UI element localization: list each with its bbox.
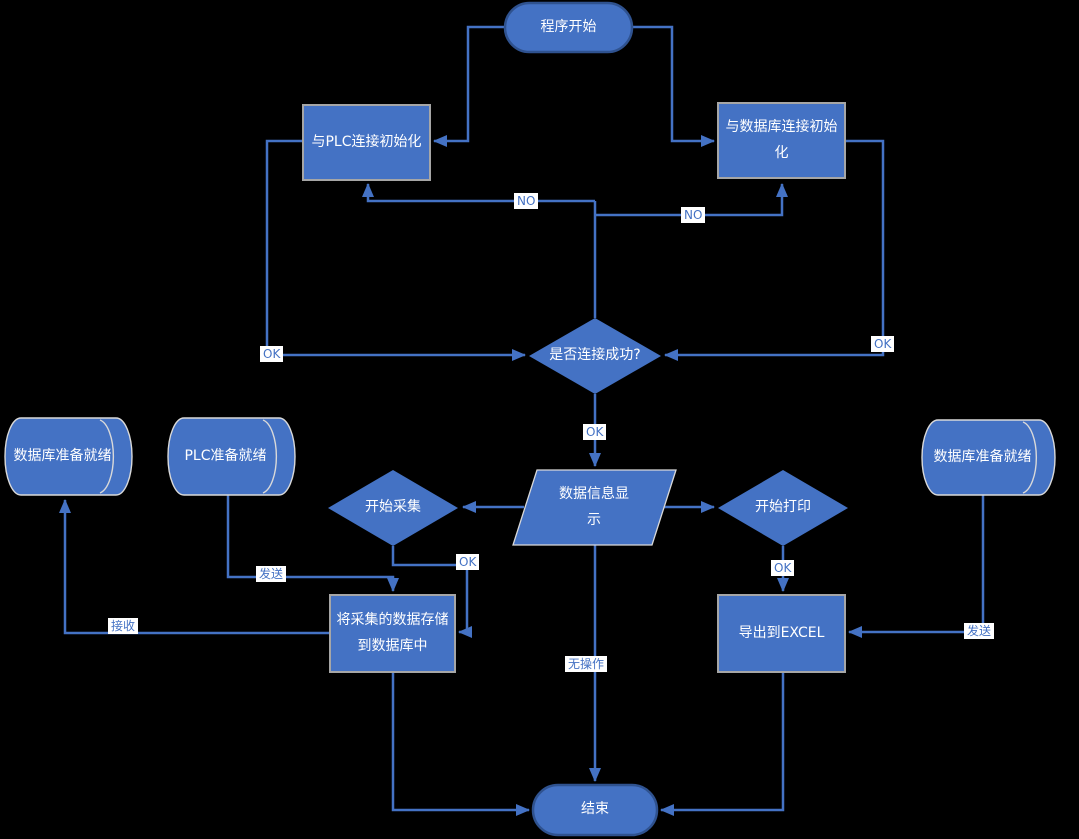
end-terminator-shape [531, 783, 659, 837]
export-excel-process-shape [717, 594, 846, 673]
edge-label-send-right: 发送 [964, 623, 995, 640]
start-terminator-shape [503, 1, 634, 54]
edge-label-no-left: NO [514, 193, 539, 210]
edge-db-init-ok-to-decision [664, 139, 885, 361]
edge-label-send-left: 发送 [256, 566, 287, 583]
data-display-io-shape [512, 469, 677, 546]
plc-ready-storage-shape [167, 417, 296, 496]
edge-start-to-plc-init [433, 25, 505, 147]
edge-label-receive: 接收 [108, 618, 139, 635]
edge-decision-no-to-plc-init [362, 183, 595, 203]
start-print-decision-shape [718, 470, 848, 546]
edge-store-receive-to-db-ready [59, 499, 330, 635]
db-ready-right-storage-rim [1022, 421, 1038, 494]
edge-label-ok-right: OK [871, 336, 895, 353]
start-collect-decision-shape [328, 470, 458, 546]
store-data-process-shape [329, 594, 456, 673]
edge-db-ready-send-to-excel [848, 495, 985, 638]
edge-plc-init-ok-to-decision [265, 139, 526, 361]
edge-label-no-op: 无操作 [565, 656, 608, 673]
edge-label-ok-left: OK [260, 346, 284, 363]
plc-init-process-shape [302, 104, 431, 181]
plc-ready-storage-rim [262, 419, 278, 494]
edge-plc-ready-send-to-store [226, 495, 399, 592]
edge-label-no-right: NO [681, 207, 706, 224]
db-ready-left-storage-shape [4, 417, 133, 496]
db-ready-left-storage-rim [99, 419, 115, 494]
edge-label-ok-collect: OK [456, 554, 480, 571]
edge-start-to-db-init [632, 25, 715, 147]
edge-label-ok-print: OK [771, 560, 795, 577]
edge-decision-no-to-db-init [595, 183, 788, 217]
edge-excel-to-end [660, 672, 785, 816]
edge-store-to-end [391, 672, 530, 816]
connect-check-decision-shape [529, 318, 661, 394]
db-init-process-shape [717, 102, 846, 179]
db-ready-right-storage-shape [921, 419, 1056, 496]
edge-label-ok-center: OK [583, 424, 607, 441]
